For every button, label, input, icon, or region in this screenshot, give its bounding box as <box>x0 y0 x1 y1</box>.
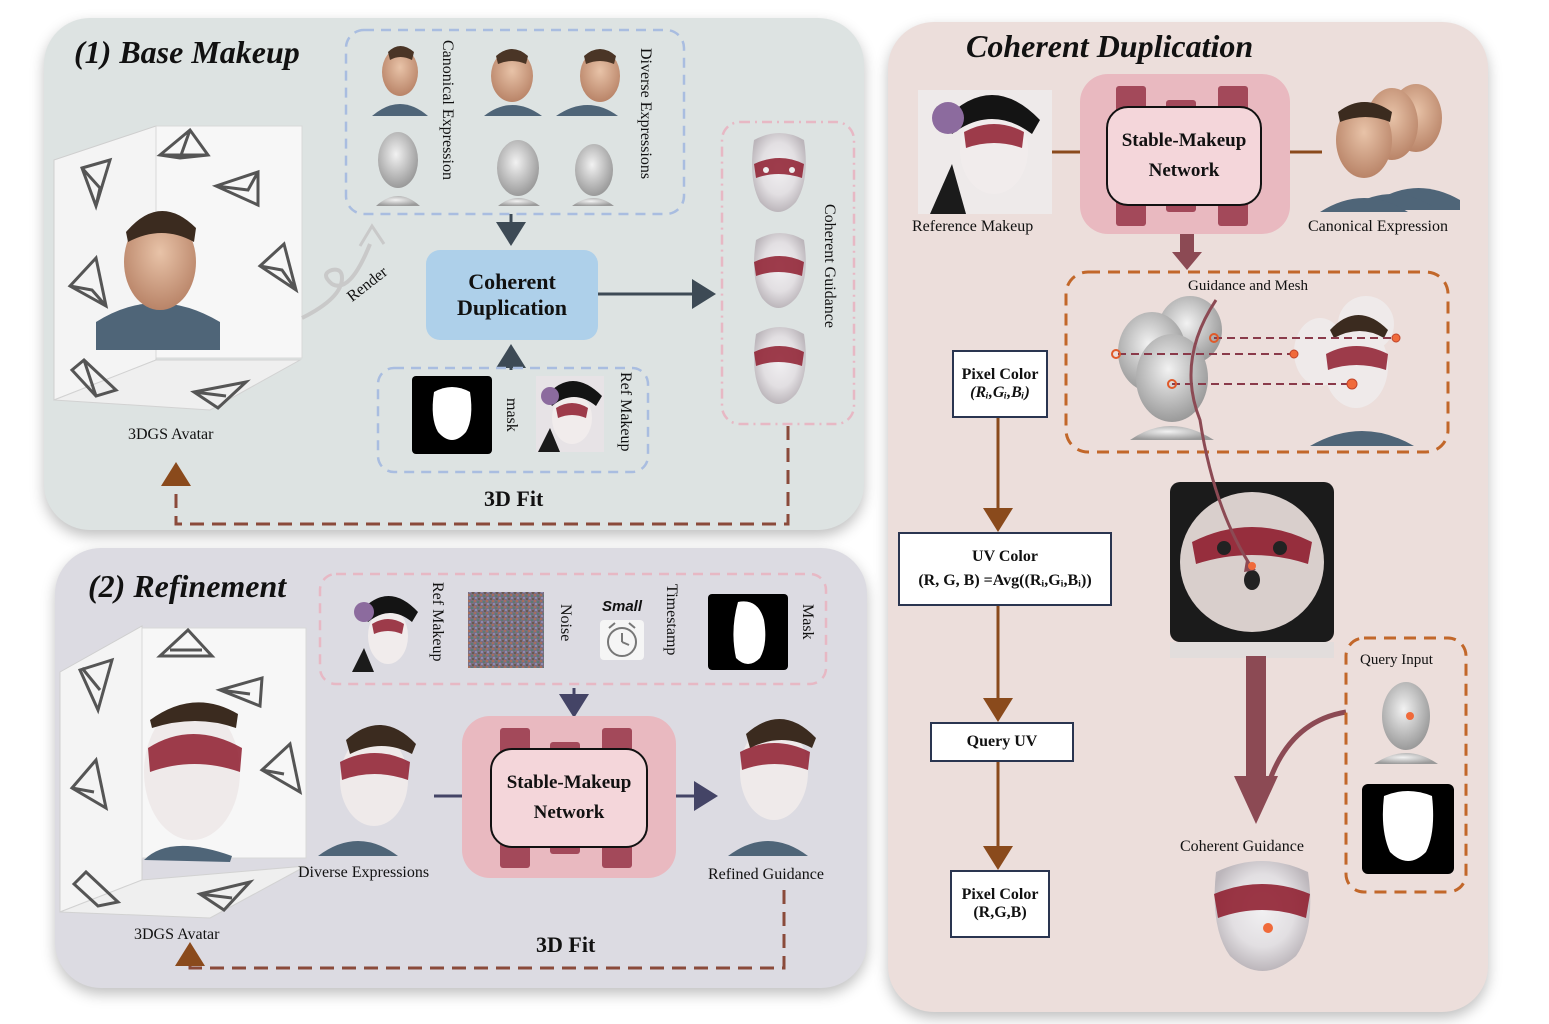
alarm-clock-icon <box>600 620 644 660</box>
query-mesh-image <box>1374 682 1438 764</box>
canonical-mesh <box>376 132 420 206</box>
coherent-guidance-label-3: Coherent Guidance <box>1180 838 1304 855</box>
query-input-dashed-box <box>1344 636 1468 894</box>
diverse-face-photo-1 <box>484 49 542 116</box>
uv-color-box: UV Color (R, G, B) =Avg((Rᵢ,Gᵢ,Bᵢ)) <box>898 532 1112 606</box>
coherent-guidance-vertical-label: Coherent Guidance <box>821 204 838 328</box>
network-line-1: Stable-Makeup <box>506 772 632 793</box>
pixel-color-box-2: Pixel Color (R,G,B) <box>950 870 1050 938</box>
ref-makeup-label-2: Ref Makeup <box>429 582 446 662</box>
coherent-duplication-box: Coherent Duplication <box>426 250 598 340</box>
network-label-box-2: Stable-Makeup Network <box>490 748 648 848</box>
fit-feedback-line-1 <box>174 426 790 526</box>
mask-label-2: Mask <box>799 604 816 640</box>
expressions-dashed-box <box>344 28 686 216</box>
guidance-face-1 <box>752 133 806 212</box>
correspondence-lines <box>1118 337 1396 385</box>
network-label-box-3: Stable-Makeup Network <box>1106 106 1262 206</box>
reference-makeup-label: Reference Makeup <box>912 218 1034 235</box>
coherent-duplication-title: Coherent Duplication <box>966 28 1254 64</box>
fit-label-1: 3D Fit <box>484 486 544 511</box>
coherent-guidance-face <box>1214 861 1311 971</box>
mask-image-1 <box>412 376 492 468</box>
camera-icons <box>67 127 299 410</box>
query-input-label: Query Input <box>1360 652 1433 668</box>
guidance-face-3 <box>754 327 806 404</box>
pixel-color-2-line-1: Pixel Color <box>961 886 1039 903</box>
dup-box-line-2: Duplication <box>456 295 568 320</box>
noise-image <box>468 592 544 668</box>
refine-camera-icons <box>69 627 303 912</box>
network-line-2: Network <box>1148 160 1220 181</box>
diverse-face-photo-2 <box>556 49 620 116</box>
canonical-expression-photos <box>1320 84 1460 212</box>
network-line-1: Stable-Makeup <box>1121 130 1247 151</box>
stable-makeup-network-3: Stable-Makeup Network <box>1080 74 1290 234</box>
refine-inputs-dashed-box <box>318 572 828 686</box>
noise-label: Noise <box>557 604 574 642</box>
pixel-color-1-line-2: (Rᵢ,Gᵢ,Bᵢ) <box>970 384 1030 401</box>
refine-avatar-head <box>144 702 242 862</box>
avatar-head <box>96 210 220 350</box>
uv-color-line-2: (R, G, B) =Avg((Rᵢ,Gᵢ,Bᵢ)) <box>918 572 1092 589</box>
guidance-faces-stack <box>1294 296 1414 446</box>
refined-guidance-face <box>728 718 816 856</box>
pixel-color-1-line-1: Pixel Color <box>961 366 1039 383</box>
diverse-mesh-2 <box>572 144 614 206</box>
canonical-face-photo <box>366 42 434 116</box>
guidance-dashed-box <box>720 120 856 426</box>
mesh-heads <box>1118 296 1222 440</box>
guidance-and-mesh-label: Guidance and Mesh <box>1188 278 1308 294</box>
avatar-label-2: 3DGS Avatar <box>134 926 220 943</box>
ref-makeup-image-1 <box>536 376 604 452</box>
timestamp-label: Timestamp <box>663 584 680 656</box>
mask-label-1: mask <box>503 398 520 432</box>
mask-image-2 <box>708 594 788 682</box>
guidance-face-2 <box>754 233 806 308</box>
diverse-expressions-label: Diverse Expressions <box>637 48 654 180</box>
correspondence-points <box>1111 333 1401 390</box>
query-uv-box: Query UV <box>930 722 1074 762</box>
query-uv-text: Query UV <box>966 733 1038 750</box>
avatar-label-1: 3DGS Avatar <box>128 426 214 443</box>
pixel-color-2-line-2: (R,G,B) <box>973 904 1027 921</box>
refined-guidance-label: Refined Guidance <box>708 866 824 883</box>
diverse-mesh-1 <box>497 140 540 206</box>
fit-feedback-line-2 <box>188 890 786 970</box>
ref-makeup-label-1: Ref Makeup <box>617 372 634 452</box>
ref-makeup-image-2 <box>350 590 422 672</box>
query-mask-image <box>1362 784 1454 874</box>
small-label: Small <box>602 598 643 615</box>
network-line-2: Network <box>533 802 605 823</box>
stable-makeup-network-2: Stable-Makeup Network <box>462 716 676 878</box>
refinement-title: (2) Refinement <box>88 568 287 604</box>
reference-makeup-image <box>918 90 1052 214</box>
canonical-expression-label: Canonical Expression <box>439 40 456 180</box>
uv-color-line-1: UV Color <box>972 548 1038 565</box>
dup-box-line-1: Coherent <box>468 269 556 294</box>
fit-label-2: 3D Fit <box>536 932 596 957</box>
diverse-expression-face <box>318 724 416 856</box>
pixel-color-box-1: Pixel Color (Rᵢ,Gᵢ,Bᵢ) <box>952 350 1048 418</box>
diverse-expressions-label-2: Diverse Expressions <box>298 864 430 881</box>
base-makeup-title: (1) Base Makeup <box>74 34 300 70</box>
canonical-expression-label-3: Canonical Expression <box>1308 218 1448 235</box>
inputs-dashed-box <box>376 366 650 474</box>
guidance-mesh-dashed-box <box>1064 270 1450 454</box>
